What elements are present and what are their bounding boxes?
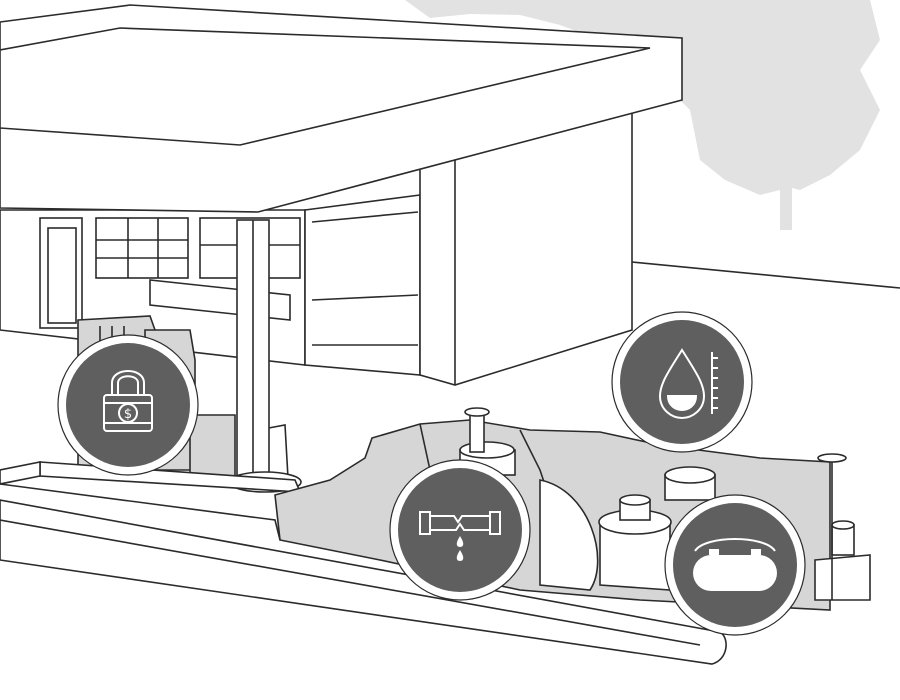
station-building [0,4,683,386]
fuel-level-badge[interactable] [611,311,753,453]
storage-tank-badge[interactable] [664,494,806,636]
tree-silhouette [405,0,880,230]
leaking-pipe-icon [419,511,501,562]
svg-text:$: $ [124,407,132,422]
road-curb [0,461,727,665]
pipe-leak-badge[interactable] [389,459,531,601]
padlock-dollar-icon: $ [103,370,153,432]
security-badge[interactable]: $ [57,334,199,476]
ground-line [631,261,900,289]
droplet-gauge-icon [658,348,718,420]
underground-tank-icon [693,538,777,591]
